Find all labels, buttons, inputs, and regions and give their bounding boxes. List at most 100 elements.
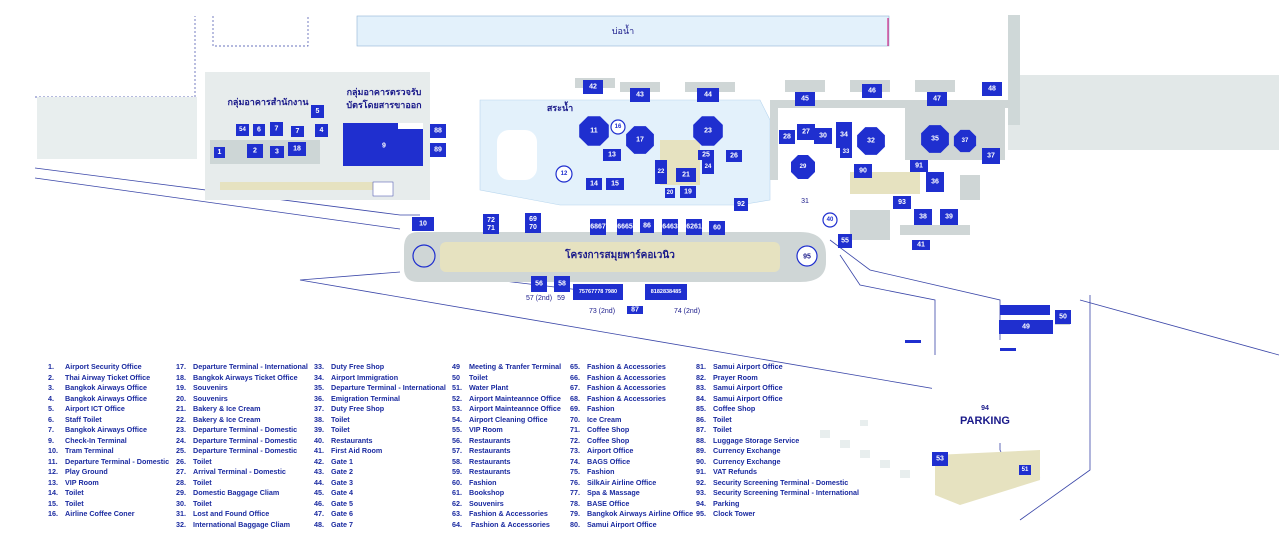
legend-item: 32.International Baggage Cliam	[176, 520, 308, 531]
legend-item-text: Meeting & Tranfer Terminal	[469, 362, 562, 371]
legend-item-number: 90.	[696, 456, 706, 466]
legend-item: 37.Duty Free Shop	[314, 404, 446, 415]
marker-shape	[288, 142, 306, 156]
checkin-group-label-1: กลุ่มอาคารตรวจรับ	[347, 87, 422, 98]
legend-item-text: Departure Terminal - Domestic	[65, 456, 170, 466]
legend-item-text: Currency Exchange	[713, 456, 781, 466]
legend-item-number: 27.	[176, 467, 186, 476]
marker-43: 43	[630, 88, 650, 102]
legend-item-text: Security Screening Terminal - Internatio…	[713, 488, 860, 497]
marker-shape	[247, 144, 263, 158]
marker-shape	[555, 165, 573, 183]
legend-item-number: 46.	[314, 498, 324, 508]
legend-item-number: 52.	[452, 393, 462, 403]
legend-item: 5.Airport ICT Office	[48, 404, 169, 415]
legend-item-number: 3.	[48, 383, 54, 392]
marker-shape	[697, 88, 719, 102]
legend-item-text: Samui Airport Office	[713, 383, 783, 392]
marker-13: 13	[603, 149, 621, 161]
legend-item: 14.Toilet	[48, 488, 169, 499]
legend-item-number: 7.	[48, 425, 54, 434]
marker-27: 27	[797, 124, 815, 140]
marker-label: 44	[704, 92, 712, 99]
legend-item-text: Gate 7	[331, 519, 353, 529]
legend-item-text: Bangkok Airways Ticket Office	[193, 372, 298, 382]
legend-item-number: 68.	[570, 393, 580, 403]
legend-item: 6.Staff Toilet	[48, 415, 169, 426]
legend-item: 9.Check-In Terminal	[48, 436, 169, 447]
legend-item-number: 93.	[696, 488, 706, 497]
legend-item: 34.Airport Immigration	[314, 373, 446, 384]
marker-shape	[927, 92, 947, 106]
pond-label: สระน้ำ	[547, 101, 573, 113]
marker-shape	[662, 219, 678, 235]
marker-label: 6665	[617, 224, 633, 231]
legend-item-text: Prayer Room	[713, 372, 758, 382]
marker-44: 44	[697, 88, 719, 102]
marker-86: 86	[640, 219, 654, 233]
legend-item: 47.Gate 6	[314, 509, 446, 520]
legend-item: 68. Fashion & Accessories	[570, 394, 693, 405]
marker-28: 28	[779, 130, 795, 144]
marker-60: 60	[709, 221, 725, 235]
legend-item-text: Gate 2	[331, 467, 353, 476]
legend-item-number: 28.	[176, 477, 186, 487]
marker-shape	[734, 198, 748, 211]
legend-item-number: 53.	[452, 404, 462, 413]
marker-shape	[665, 188, 675, 198]
legend-item-text: Samui Airport Office	[713, 362, 783, 371]
marker-54: 54	[236, 124, 249, 136]
marker-shape	[617, 219, 633, 235]
marker-label: 40	[827, 217, 834, 223]
legend-item: 53. Airport Mainteannce Office	[452, 404, 561, 415]
legend-item: 94.Parking	[696, 499, 859, 510]
legend-item-text: Fashion & Accessories	[587, 393, 666, 403]
marker-label: 6867	[590, 224, 606, 231]
legend-item-number: 34.	[314, 372, 324, 382]
marker-3: 3	[270, 146, 284, 158]
legend-item-number: 50	[452, 372, 460, 382]
marker-label: 18	[293, 146, 301, 153]
legend-item-number: 2.	[48, 372, 54, 382]
marker-label: 19	[684, 189, 692, 196]
marker-shape	[932, 452, 948, 466]
legend-item-number: 55.	[452, 425, 462, 434]
marker-label: 6	[257, 127, 261, 134]
marker-shape	[940, 209, 958, 225]
marker-label: 45	[801, 96, 809, 103]
marker-7: 7	[291, 126, 304, 137]
marker-6463: 6463	[662, 219, 678, 235]
marker-7: 7	[270, 122, 283, 136]
marker-shape	[702, 160, 714, 174]
legend-item: 10.Tram Terminal	[48, 446, 169, 457]
legend-item: 90. Currency Exchange	[696, 457, 859, 468]
legend-item-text: Airport Mainteannce Office	[469, 404, 561, 413]
marker-shape	[579, 116, 609, 146]
marker-shape	[698, 150, 714, 160]
legend-item-number: 1.	[48, 362, 54, 371]
marker-22: 22	[655, 160, 667, 184]
marker-label: 1	[218, 149, 222, 156]
marker-label: 24	[705, 164, 712, 170]
legend-item-number: 44.	[314, 477, 324, 487]
marker-shape	[583, 80, 603, 94]
legend-item-text: Bakery & Ice Cream	[193, 414, 261, 424]
marker-shape	[655, 160, 667, 184]
marker-34: 34	[836, 122, 852, 148]
legend-item-number: 40.	[314, 435, 324, 445]
legend-item: 66.Fashion & Accessories	[570, 373, 693, 384]
legend-item: 69.Fashion	[570, 404, 693, 415]
marker-shape	[627, 306, 643, 314]
legend-item-text: Restaurants	[469, 435, 511, 445]
legend-item-text: Toilet	[331, 414, 350, 424]
legend-item: 74.BAGS Office	[570, 457, 693, 468]
